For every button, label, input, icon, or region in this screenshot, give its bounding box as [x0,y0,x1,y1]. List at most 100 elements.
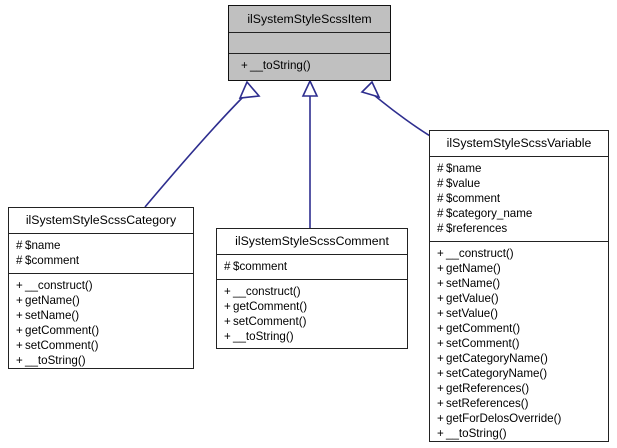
class-member: +getCategoryName() [437,351,601,366]
class-attributes-ilsystemstylescsscategory: #$name #$comment [9,234,193,273]
class-box-ilsystemstylescssvariable[interactable]: ilSystemStyleScssVariable #$name #$value… [429,130,609,442]
visibility-sigil: + [437,352,444,366]
member-label: getName() [446,262,501,276]
class-member: +__construct() [437,246,601,261]
class-member: #$name [437,161,601,176]
member-label: setReferences() [446,397,529,411]
class-member: +__toString() [437,426,601,441]
visibility-sigil: + [437,337,444,351]
class-member: +setReferences() [437,396,601,411]
class-box-ilsystemstylescsscategory[interactable]: ilSystemStyleScssCategory #$name #$comme… [8,207,194,369]
class-member: +__toString() [224,329,400,344]
class-name-ilsystemstylescsscategory: ilSystemStyleScssCategory [25,213,177,227]
visibility-sigil: + [224,300,231,314]
class-divider [217,254,407,256]
class-methods-ilsystemstylescssitem: +__toString() [229,54,390,78]
class-box-ilsystemstylescssitem[interactable]: ilSystemStyleScssItem +__toString() [228,5,391,81]
member-label: $comment [25,254,80,268]
class-attributes-ilsystemstylescssitem [229,33,390,53]
generalization-arrowhead-variable [360,80,381,99]
visibility-sigil: + [437,277,444,291]
class-divider [9,233,193,235]
member-label: setValue() [446,307,498,321]
member-label: $name [25,239,61,253]
member-label: getValue() [446,292,499,306]
visibility-sigil: # [16,254,23,268]
member-label: setCategoryName() [446,367,548,381]
member-label: __toString() [250,59,311,73]
member-label: $comment [233,260,288,274]
visibility-sigil: + [16,279,23,293]
class-member: +setName() [437,276,601,291]
visibility-sigil: + [437,367,444,381]
member-label: __construct() [25,279,93,293]
class-divider [229,32,390,34]
member-label: __construct() [446,247,514,261]
visibility-sigil: + [224,285,231,299]
member-label: getComment() [25,324,100,338]
member-label: $category_name [446,207,533,221]
visibility-sigil: # [437,207,444,221]
class-member: +getComment() [16,323,186,338]
member-label: setName() [25,309,80,323]
member-label: getComment() [446,322,521,336]
class-divider [9,273,193,275]
visibility-sigil: + [224,315,231,329]
class-member: +__construct() [16,278,186,293]
member-label: __construct() [233,285,301,299]
member-label: getName() [25,294,80,308]
member-label: getForDelosOverride() [446,412,562,426]
class-member: +getComment() [437,321,601,336]
visibility-sigil: + [16,324,23,338]
visibility-sigil: + [437,292,444,306]
class-member: #$comment [224,259,400,274]
class-divider [217,279,407,281]
member-label: __toString() [25,354,86,368]
visibility-sigil: + [241,59,248,73]
visibility-sigil: + [224,330,231,344]
class-member: +getName() [16,293,186,308]
class-name-ilsystemstylescssitem: ilSystemStyleScssItem [247,12,372,26]
class-member: +__construct() [224,284,400,299]
class-methods-ilsystemstylescsscomment: +__construct() +getComment() +setComment… [217,280,407,349]
visibility-sigil: + [437,412,444,426]
member-label: __toString() [446,427,507,441]
class-member: +__toString() [241,58,383,73]
class-name-ilsystemstylescsscomment: ilSystemStyleScssComment [235,234,389,248]
class-member: +setName() [16,308,186,323]
visibility-sigil: # [437,222,444,236]
generalization-arrowhead-comment [301,79,319,97]
class-member: +__toString() [16,353,186,368]
class-member: +setCategoryName() [437,366,601,381]
class-methods-ilsystemstylescssvariable: +__construct() +getName() +setName() +ge… [430,242,608,446]
visibility-sigil: + [16,294,23,308]
visibility-sigil: # [437,192,444,206]
class-member: #$references [437,221,601,236]
class-divider [430,241,608,243]
visibility-sigil: + [437,247,444,261]
class-attributes-ilsystemstylescssvariable: #$name #$value #$comment #$category_name… [430,157,608,241]
visibility-sigil: # [437,162,444,176]
member-label: getComment() [233,300,308,314]
visibility-sigil: + [16,309,23,323]
member-label: $comment [446,192,501,206]
generalization-edge-variable-to-item [373,94,438,141]
generalization-arrowhead-category [238,80,261,99]
visibility-sigil: + [437,262,444,276]
class-divider [430,156,608,158]
class-box-ilsystemstylescsscomment[interactable]: ilSystemStyleScssComment #$comment +__co… [216,228,408,349]
visibility-sigil: + [437,397,444,411]
member-label: setComment() [233,315,307,329]
visibility-sigil: + [16,339,23,353]
visibility-sigil: + [437,307,444,321]
class-member: #$comment [437,191,601,206]
member-label: $name [446,162,482,176]
class-member: #$comment [16,253,186,268]
generalization-edge-category-to-item [144,93,247,208]
class-member: +getReferences() [437,381,601,396]
class-member: +getValue() [437,291,601,306]
class-attributes-ilsystemstylescsscomment: #$comment [217,255,407,279]
class-member: +setComment() [224,314,400,329]
visibility-sigil: # [437,177,444,191]
visibility-sigil: # [224,260,231,274]
